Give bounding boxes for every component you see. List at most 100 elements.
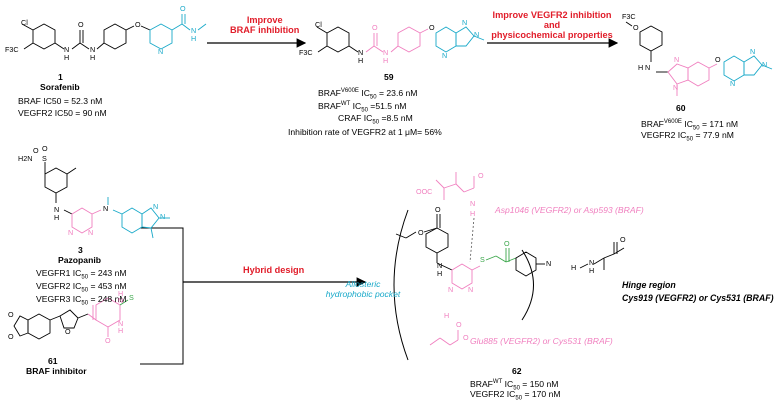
improve-braf-label: Improve BRAF inhibition	[230, 15, 299, 35]
atom: N	[589, 258, 595, 267]
atom: N	[470, 199, 476, 208]
atom: F3C	[622, 12, 636, 21]
atom: N	[64, 45, 70, 54]
atom: H	[444, 311, 450, 320]
atom: O	[478, 171, 484, 180]
atom: N	[68, 228, 74, 237]
c62-linker	[485, 248, 517, 263]
sorafenib-name: Sorafenib	[40, 82, 80, 92]
c60-pyrazolopyrimidine	[723, 55, 773, 82]
c62-pyrimidine	[451, 263, 481, 290]
atom: O	[504, 239, 510, 248]
atom: Cl	[21, 18, 28, 27]
atom: N	[448, 285, 454, 294]
atom: O	[456, 320, 462, 329]
atom: N	[750, 47, 756, 56]
atom: H2N	[18, 154, 33, 163]
atom: N	[118, 296, 124, 305]
c62-benzonitrile	[515, 251, 545, 277]
hybrid-design-label: Hybrid design	[243, 265, 305, 275]
atom: N	[437, 261, 443, 270]
c60-benzimidazole	[667, 61, 718, 96]
improve-vegfr2-line1: Improve VEGFR2 inhibition	[492, 10, 612, 20]
atom: N	[730, 79, 736, 88]
c60-activity-2: VEGFR2 IC50 = 77.9 nM	[641, 130, 734, 143]
improve-vegfr2-line2: and	[543, 20, 561, 30]
pazopanib-structure	[44, 162, 77, 215]
sorafenib-pyridine	[149, 14, 207, 50]
atom: N	[442, 51, 448, 60]
c59-activity-4: Inhibition rate of VEGFR2 at 1 μM= 56%	[288, 127, 442, 137]
pink-residues	[429, 172, 475, 346]
c59-number: 59	[384, 72, 394, 82]
atom: O	[372, 23, 378, 32]
atom: O	[463, 333, 469, 342]
sorafenib-vegfr2-activity: VEGFR2 IC50 = 90 nM	[18, 108, 107, 118]
pocket-line2: hydrophobic pocket	[325, 289, 401, 299]
sorafenib-number: 1	[58, 72, 63, 82]
c61-structure	[13, 309, 89, 340]
c61-number: 61	[48, 356, 58, 366]
asp-residue-label: Asp1046 (VEGFR2) or Asp593 (BRAF)	[495, 205, 644, 215]
atom: N	[674, 55, 680, 64]
atom: O	[715, 55, 721, 64]
pocket-line1: Allosteric	[345, 279, 381, 289]
atom: H	[358, 56, 364, 65]
atom: H	[118, 326, 124, 335]
atom: S	[129, 293, 134, 302]
c59-activity-1: BRAFV600E IC50 = 23.6 nM	[318, 87, 418, 101]
atom: H	[118, 289, 124, 298]
atom: N	[158, 47, 164, 56]
atom: N	[358, 48, 364, 57]
c59-urea	[365, 26, 429, 53]
c60-number: 60	[676, 103, 686, 113]
c59-pyrazolopyrimidine	[435, 26, 485, 53]
pazopanib-number: 3	[78, 245, 83, 255]
atom: N	[54, 205, 60, 214]
atom: H	[589, 266, 595, 275]
improve-vegfr2-line3: physicochemical properties	[491, 30, 613, 40]
atom: N	[645, 63, 651, 72]
residue-ooc: OOC	[416, 187, 433, 196]
c59-structure	[316, 26, 359, 53]
c59-activity-2: BRAFWT IC50 =51.5 nM	[318, 100, 407, 114]
hinge-region-label: Hinge region	[622, 280, 676, 290]
allosteric-pocket-label: Allosteric hydrophobic pocket	[320, 279, 406, 299]
atom: N	[474, 30, 480, 39]
pazopanib-name: Pazopanib	[58, 255, 101, 265]
atom: N	[88, 228, 94, 237]
atom: H	[64, 53, 70, 62]
atom: N	[468, 285, 474, 294]
atom: O	[633, 23, 639, 32]
atom: N	[118, 319, 124, 328]
sorafenib-braf-activity: BRAF IC50 = 52.3 nM	[18, 96, 103, 106]
atom: N	[90, 45, 96, 54]
hinge-residue	[579, 242, 625, 270]
atom: H	[638, 63, 644, 72]
improve-braf-line2: BRAF inhibition	[230, 25, 300, 35]
hinge-residue-label: Cys919 (VEGFR2) or Cys531 (BRAF)	[622, 293, 774, 303]
atom: O	[8, 310, 14, 319]
atom: S	[480, 255, 485, 264]
atom: H	[191, 34, 197, 43]
c62-activity-2: VEGFR2 IC50 = 170 nM	[470, 389, 561, 402]
atom: O	[135, 20, 141, 29]
atom: N	[153, 202, 159, 211]
c60-activity-1: BRAFV600E IC50 = 171 nM	[641, 118, 739, 132]
atom: O	[33, 146, 39, 155]
atom: O	[180, 4, 186, 13]
pazopanib-pyrimidine	[71, 207, 102, 234]
atom: H	[470, 209, 476, 218]
atom: O	[435, 205, 441, 214]
hbond-dashes	[469, 217, 475, 263]
atom: F3C	[299, 48, 313, 57]
c62-number: 62	[512, 366, 522, 376]
atom: N	[762, 60, 768, 69]
c60-structure	[625, 21, 668, 73]
c62-structure	[395, 214, 453, 271]
atom: N	[191, 26, 197, 35]
atom: F3C	[5, 45, 19, 54]
c59-activity-3: CRAF IC50 =8.5 nM	[338, 113, 413, 126]
atom: O	[65, 327, 71, 336]
